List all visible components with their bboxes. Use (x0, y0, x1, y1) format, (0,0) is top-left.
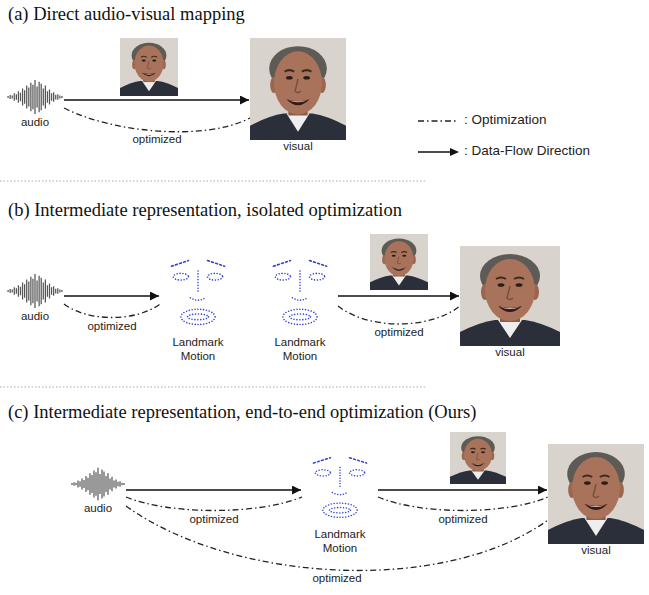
edge-label: optimized (310, 572, 363, 586)
landmark-figure (171, 261, 224, 325)
output-face-photo (548, 444, 644, 544)
optimization-curve (126, 506, 548, 570)
audio-waveform (72, 468, 124, 500)
node-caption: visual (250, 140, 346, 154)
illustrated-node: visual (250, 38, 346, 154)
legend-text: : Data-Flow Direction (464, 143, 590, 158)
optimization-curve (64, 304, 160, 318)
illustrated-node: visual (548, 444, 644, 558)
output-face-photo (250, 38, 346, 140)
node-caption: audio (70, 502, 126, 516)
node-caption: audio (6, 310, 64, 324)
node-caption: Landmark Motion (302, 528, 378, 556)
node-caption: Landmark Motion (160, 336, 236, 364)
landmark-figure (313, 458, 366, 518)
illustrated-node: visual (460, 246, 560, 360)
input-face-photo (370, 234, 428, 290)
section-title: (a) Direct audio-visual mapping (8, 4, 245, 25)
illustrated-node: audio (70, 466, 126, 516)
node-caption: Landmark Motion (262, 336, 338, 364)
section-title: (b) Intermediate representation, isolate… (8, 200, 402, 221)
edge-label: optimized (130, 133, 183, 147)
legend-text: : Optimization (464, 112, 547, 127)
section-separator (0, 180, 425, 181)
input-face-photo (450, 432, 506, 484)
audio-waveform (8, 274, 62, 308)
section-separator (0, 386, 425, 387)
illustrated-node: audio (6, 272, 64, 324)
edge-label: optimized (85, 320, 138, 334)
data-flow-arrow (64, 99, 249, 101)
data-flow-arrow (378, 489, 547, 491)
legend-sample-arrow (418, 151, 452, 153)
data-flow-arrow (64, 295, 159, 297)
illustrated-node: Landmark Motion (262, 250, 338, 364)
node-caption: visual (460, 346, 560, 360)
optimization-curve (64, 108, 250, 132)
data-flow-arrow (338, 295, 459, 297)
section-title: (c) Intermediate representation, end-to-… (8, 402, 476, 423)
optimization-curve (378, 497, 548, 511)
edge-label: optimized (372, 326, 425, 340)
landmark-figure (273, 261, 326, 325)
illustrated-node: Landmark Motion (160, 250, 236, 364)
input-face-photo (120, 38, 178, 96)
illustrated-node: Landmark Motion (302, 448, 378, 556)
legend-sample-dashdot (418, 120, 458, 121)
edge-label: optimized (436, 513, 489, 527)
data-flow-arrow (126, 489, 301, 491)
output-face-photo (460, 246, 560, 346)
audio-waveform (8, 80, 62, 114)
edge-label: optimized (187, 513, 240, 527)
node-caption: audio (6, 116, 64, 130)
optimization-curve (126, 497, 302, 511)
node-caption: visual (548, 544, 644, 558)
optimization-curve (338, 306, 460, 324)
illustrated-node: audio (6, 78, 64, 130)
legend-arrowhead (450, 148, 459, 156)
